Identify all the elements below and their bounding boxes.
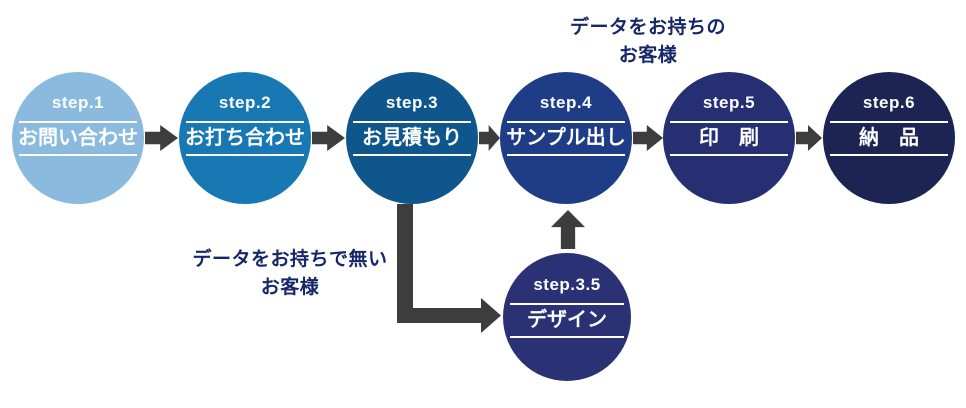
divider-line-top [510,303,624,305]
branch-connector-vertical [397,204,413,323]
arrow-right-icon [312,125,345,151]
divider-line-bottom [510,336,624,338]
step-id-label: step.6 [862,93,916,112]
arrow-up-icon [551,210,585,249]
step-name-label: サンプル出し [506,127,626,149]
step-id-label: step.1 [51,93,105,112]
step-name-label: お見積もり [362,127,462,149]
annotation-with-data-line2: お客様 [618,45,678,66]
divider-line-bottom [353,154,471,156]
divider-line-top [830,121,948,123]
step-circle-3-5: step.3.5 デザイン [503,253,631,381]
step-circle-1: step.1 お問い合わせ [12,72,144,204]
step-name-label: 印 刷 [699,127,759,149]
divider-line-bottom [507,154,625,156]
step-id-label: step.2 [218,93,272,112]
divider-line-bottom [830,154,948,156]
step-id-label: step.5 [702,93,756,112]
annotation-without-data: データをお持ちで無い お客様 [160,246,420,302]
step-id-label: step.3 [385,93,439,112]
annotation-with-data-line1: データをお持ちの [569,17,726,38]
divider-line-top [353,121,471,123]
step-circle-4: step.4 サンプル出し [500,72,632,204]
step-circle-2: step.2 お打ち合わせ [179,72,311,204]
step-id-label: step.4 [539,93,593,112]
arrow-right-icon [633,125,663,151]
step-id-label: step.3.5 [533,275,601,294]
divider-line-top [19,121,137,123]
divider-line-top [670,121,788,123]
arrow-right-icon [145,125,178,151]
annotation-without-data-line2: お客様 [260,277,320,298]
arrow-right-icon [479,125,500,151]
arrow-right-icon [796,125,822,151]
step-name-label: お問い合わせ [18,127,138,149]
divider-line-top [507,121,625,123]
step-circle-3: step.3 お見積もり [346,72,478,204]
divider-line-bottom [19,154,137,156]
step-circle-5: step.5 印 刷 [663,72,795,204]
step-name-label: 納 品 [859,127,919,149]
annotation-without-data-line1: データをお持ちで無い [192,249,388,270]
step-circle-6: step.6 納 品 [823,72,955,204]
step-name-label: お打ち合わせ [185,127,305,149]
branch-arrowhead-icon [481,298,501,333]
divider-line-top [186,121,304,123]
step-name-label: デザイン [527,309,607,331]
divider-line-bottom [670,154,788,156]
divider-line-bottom [186,154,304,156]
annotation-with-data: データをお持ちの お客様 [518,14,778,70]
branch-connector-horizontal [397,308,481,323]
